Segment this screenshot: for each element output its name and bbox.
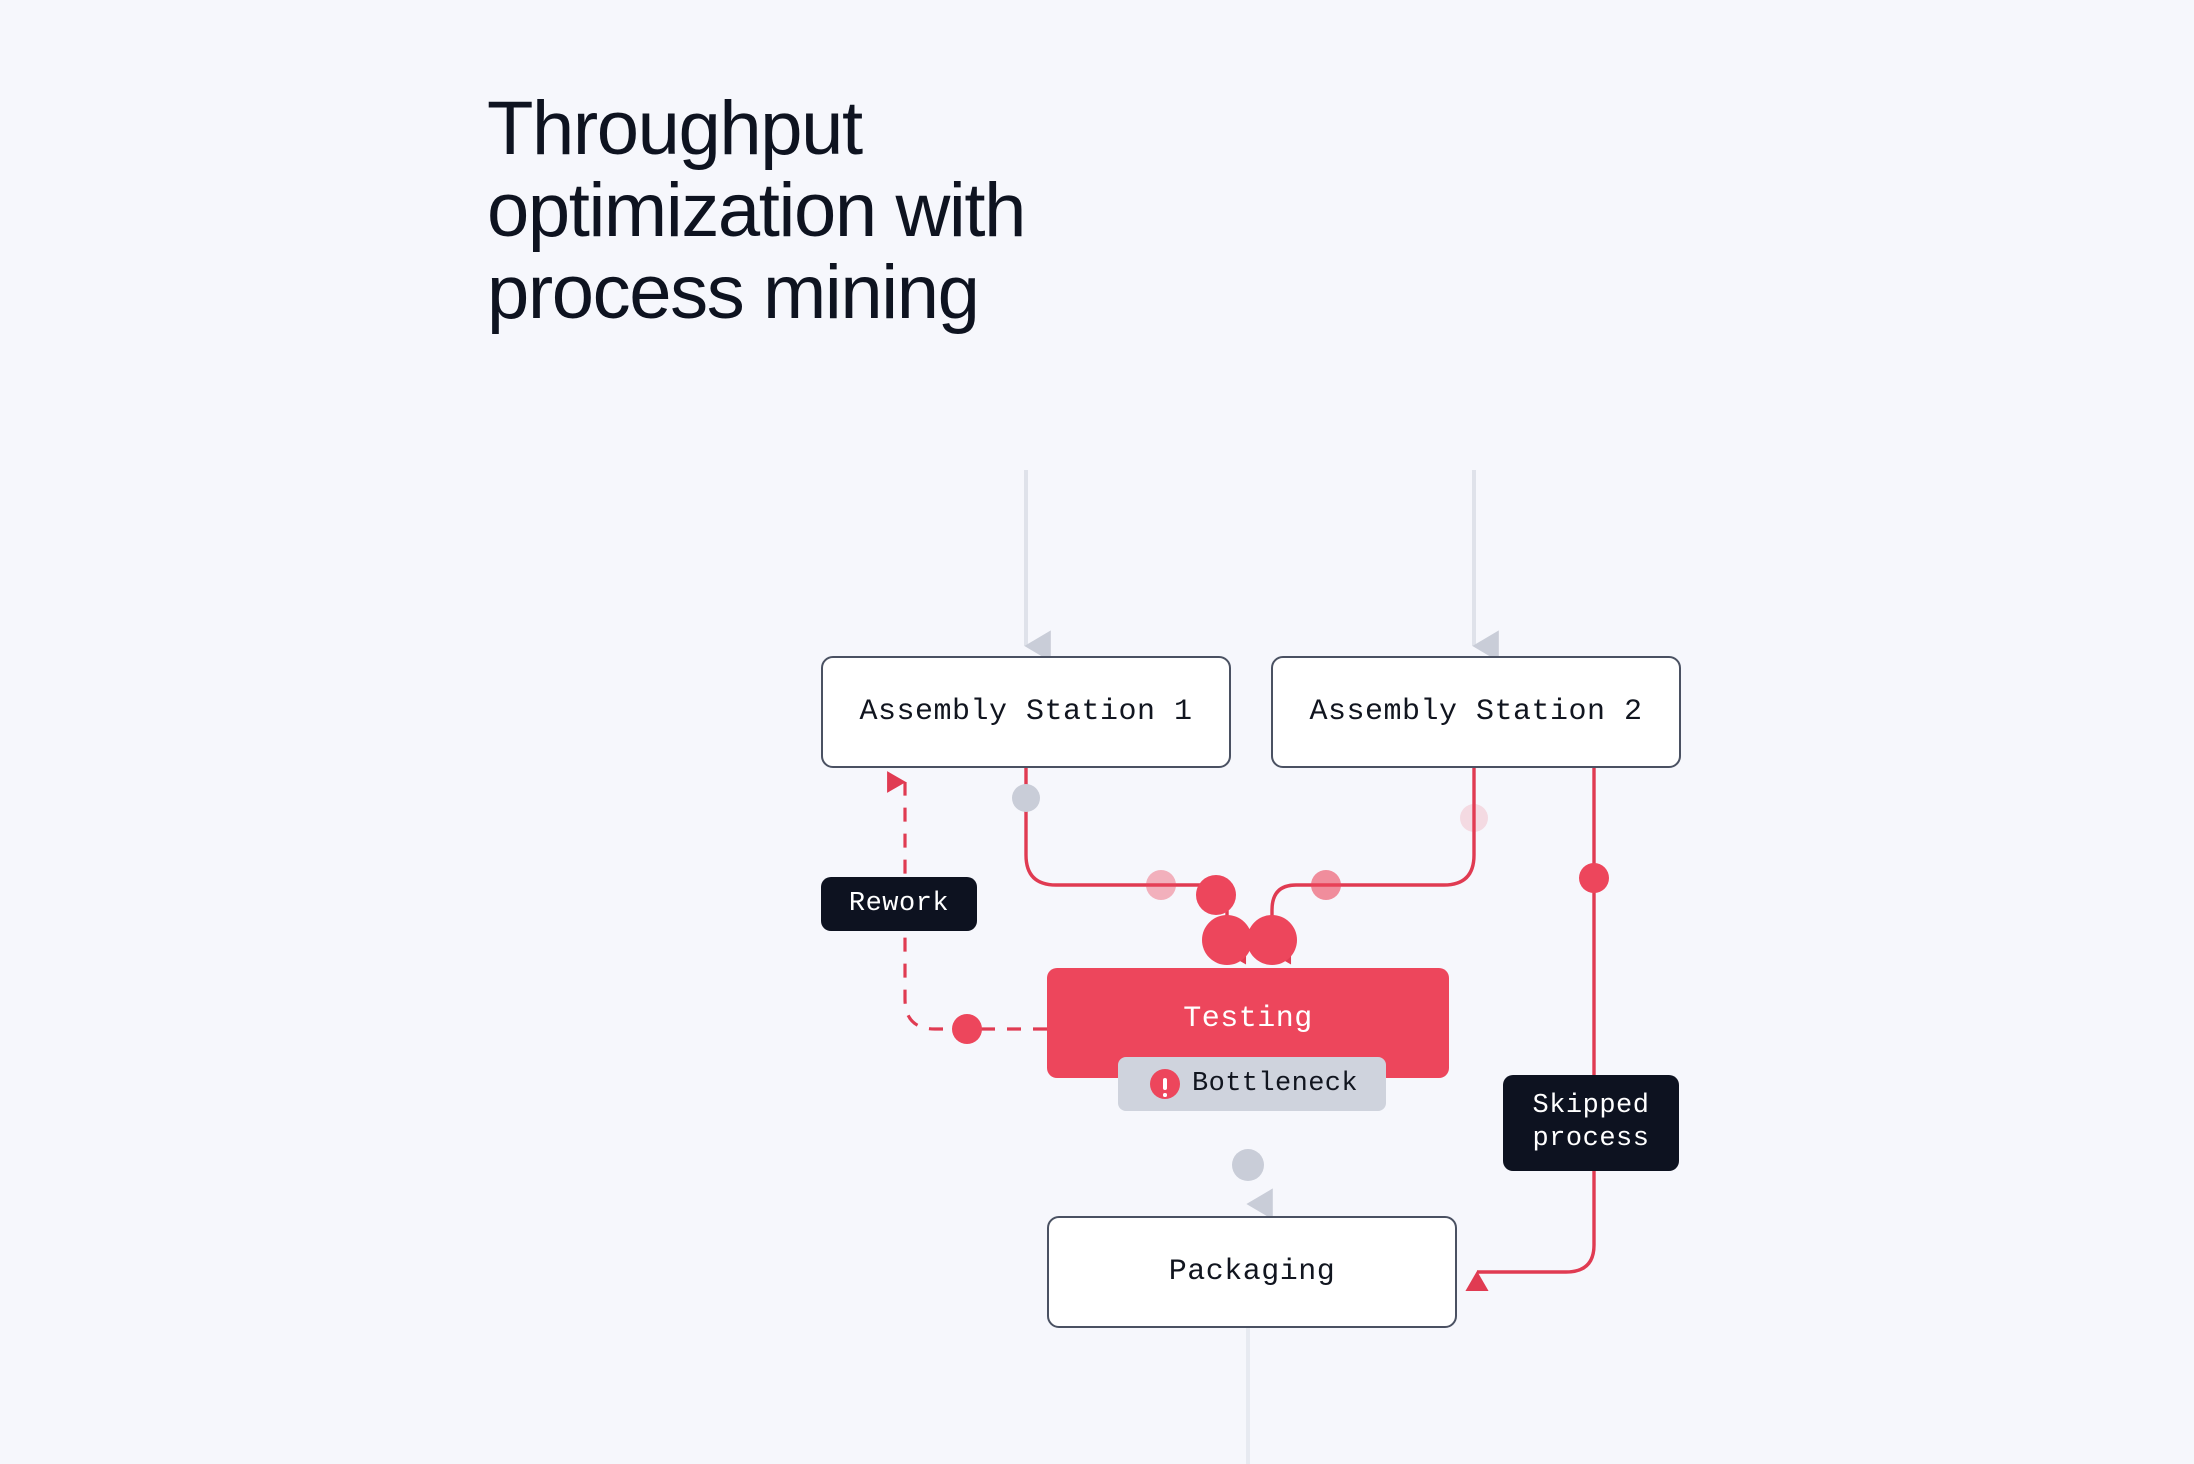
edge-assembly-1-testing bbox=[1024, 768, 1247, 965]
alert-circle-icon bbox=[1149, 1069, 1180, 1099]
flow-dot-skipped bbox=[1579, 863, 1609, 893]
badge-skipped-process: Skipped process bbox=[1503, 1075, 1679, 1171]
flow-dot-testing-in-left bbox=[1202, 915, 1252, 965]
flow-dot-merge-left bbox=[1196, 875, 1236, 915]
node-assembly-station-1[interactable]: Assembly Station 1 bbox=[821, 656, 1231, 768]
badge-rework: Rework bbox=[821, 877, 977, 931]
badge-label: Bottleneck bbox=[1191, 1069, 1359, 1099]
flow-dot-testing-in-right bbox=[1247, 915, 1297, 965]
flow-dot-assembly-2 bbox=[1460, 804, 1488, 832]
edge-testing-rework-assembly-1 bbox=[887, 771, 1047, 1031]
page-title: Throughput optimization with process min… bbox=[487, 86, 1026, 336]
node-packaging[interactable]: Packaging bbox=[1047, 1216, 1457, 1328]
edge-assembly-2-testing bbox=[1270, 768, 1476, 965]
badge-bottleneck: Bottleneck bbox=[1118, 1057, 1386, 1111]
badge-label: Rework bbox=[848, 888, 950, 919]
flow-dot-rework bbox=[952, 1014, 982, 1044]
node-label: Packaging bbox=[1168, 1255, 1336, 1289]
edge-assembly-2-packaging bbox=[1465, 768, 1596, 1292]
node-label: Testing bbox=[1183, 1002, 1313, 1036]
node-label: Assembly Station 1 bbox=[859, 695, 1193, 729]
node-assembly-station-2[interactable]: Assembly Station 2 bbox=[1271, 656, 1681, 768]
flow-dot-merge-left-pale bbox=[1146, 870, 1176, 900]
flow-dot-assembly-1 bbox=[1012, 784, 1040, 812]
flow-dot-packaging-in bbox=[1232, 1149, 1264, 1181]
flow-dot-merge-right-pale bbox=[1311, 870, 1341, 900]
badge-label: Skipped process bbox=[1532, 1091, 1650, 1154]
node-label: Assembly Station 2 bbox=[1309, 695, 1643, 729]
